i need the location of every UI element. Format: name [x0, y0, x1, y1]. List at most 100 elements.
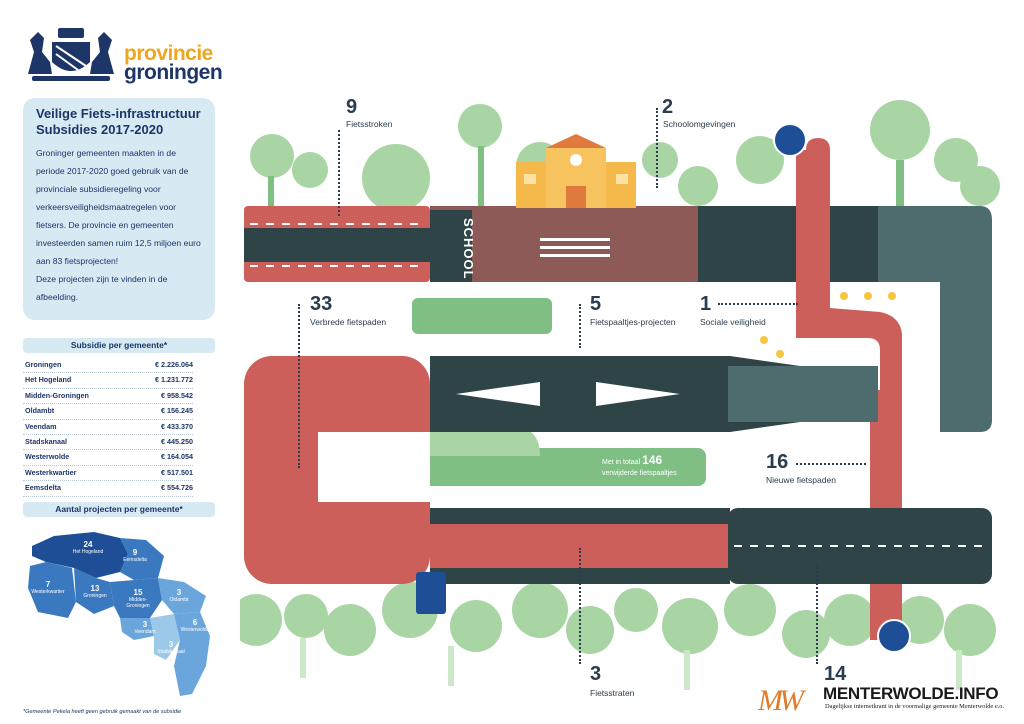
dots-nieuwe	[796, 463, 866, 465]
subsidy-amount: € 2.226.064	[155, 360, 193, 369]
subsidy-amount: € 433.370	[161, 421, 193, 431]
school-sign: SCHOOL	[436, 214, 488, 280]
bike-path-sign-top	[773, 123, 807, 157]
menterwolde-logo: MW	[758, 684, 804, 717]
subsidy-row: Het Hogeland € 1.231.772	[23, 373, 193, 389]
subsidy-amount: € 164.054	[161, 452, 193, 462]
callout-label-paaltjes: Fietspaaltjes-projecten	[590, 317, 676, 327]
intro-title: Veilige Fiets-infrastructuur Subsidies 2…	[36, 106, 201, 137]
bike-path-sign-bottom	[877, 619, 911, 653]
projects-map-title: Aantal projecten per gemeente*	[23, 502, 215, 517]
map-region-midden-groningen	[110, 578, 162, 618]
map-region-eemsdelta	[120, 538, 164, 580]
callout-label-sociale: Sociale veiligheid	[700, 317, 766, 327]
callout-label-fietsstraten: Fietsstraten	[590, 688, 635, 698]
province-coat-of-arms	[22, 22, 120, 84]
callout-num-fietsstroken: 9	[346, 96, 358, 118]
trees-bottom	[230, 582, 996, 658]
crosswalk-stripes	[540, 238, 610, 257]
subsidy-amount: € 517.501	[161, 467, 193, 477]
subsidy-municipality: Westerkwartier	[25, 467, 77, 477]
school-sign-text: SCHOOL	[461, 218, 476, 280]
total-removed-prefix: Met in totaal	[602, 459, 641, 466]
subsidy-amount: € 1.231.772	[155, 375, 193, 385]
callout-num-paaltjes: 5	[590, 293, 602, 315]
callout-num-sociale: 1	[700, 293, 712, 315]
road-illustration	[230, 90, 1024, 690]
right-bike-path	[796, 138, 902, 534]
subsidy-amount: € 554.726	[161, 483, 193, 493]
dots-fietsstraten	[579, 548, 581, 664]
dots-oversteek	[816, 564, 818, 664]
subsidy-row: Eemsdelta € 554.726	[23, 481, 193, 497]
bottom-road-right	[728, 508, 992, 584]
province-logo-text: provincie groningen	[124, 42, 223, 83]
subsidy-row: Groningen € 2.226.064	[23, 358, 193, 374]
dots-fietsstroken	[338, 130, 340, 216]
dots-sociale	[718, 303, 798, 305]
watermark-title: MENTERWOLDE.INFO	[823, 684, 999, 703]
intro-card: Veilige Fiets-infrastructuur Subsidies 2…	[23, 98, 215, 320]
subsidy-amount: € 156.245	[161, 406, 193, 416]
footnote: *Gemeente Pekela heeft geen gebruik gema…	[23, 709, 182, 715]
callout-label-nieuwe: Nieuwe fietspaden	[766, 475, 836, 485]
subsidy-municipality: Westerwolde	[25, 452, 70, 462]
subsidy-row: Veendam € 433.370	[23, 420, 193, 435]
subsidy-municipality: Midden-Groningen	[25, 390, 89, 400]
subsidy-municipality: Veendam	[25, 421, 57, 431]
dots-paaltjes	[579, 304, 581, 348]
callout-num-oversteek: 14	[824, 663, 847, 685]
callout-label-fietsstroken: Fietsstroken	[346, 119, 393, 129]
subsidy-amount: € 958.542	[161, 390, 193, 400]
total-removed-suffix: verwijderde fietspaaltjes	[602, 470, 677, 477]
bike-street-sign	[416, 572, 446, 614]
subsidy-municipality: Oldambt	[25, 406, 55, 416]
right-connector-road	[940, 206, 992, 432]
top-road-left	[244, 228, 430, 262]
logo-line-1: provincie	[124, 42, 213, 65]
subsidy-municipality: Stadskanaal	[25, 436, 67, 446]
subsidy-row: Midden-Groningen € 958.542	[23, 389, 193, 405]
school-sign-post	[430, 210, 472, 282]
watermark-subtitle: Dagelijkse internetkrant in de voormalig…	[825, 703, 1005, 710]
total-removed-num: 146	[642, 453, 663, 467]
top-lane-markings	[250, 223, 426, 267]
callout-num-nieuwe: 16	[766, 451, 789, 473]
subsidy-row: Oldambt € 156.245	[23, 404, 193, 420]
left-loop-inner	[318, 432, 430, 502]
subsidy-amount: € 445.250	[161, 436, 193, 446]
subsidy-row: Stadskanaal € 445.250	[23, 435, 193, 451]
callout-num-school: 2	[662, 96, 674, 118]
tree-trunks-bottom	[300, 638, 962, 690]
subsidy-table-title: Subsidie per gemeente*	[23, 338, 215, 353]
map-region-stadskanaal	[150, 614, 180, 660]
subsidy-municipality: Groningen	[25, 360, 62, 369]
map-region-westerkwartier	[28, 562, 76, 618]
intro-body-text: Groninger gemeenten maakten in de period…	[36, 148, 201, 266]
intro-body-text-2: Deze projecten zijn te vinden in de afbe…	[36, 274, 168, 302]
subsidy-row: Westerkwartier € 517.501	[23, 466, 193, 482]
illustration-svg	[230, 100, 1000, 690]
top-road-right	[698, 206, 878, 282]
map-region-westerwolde	[174, 612, 210, 696]
school-zone	[430, 206, 698, 282]
subsidy-municipality: Het Hogeland	[25, 375, 72, 385]
lights	[760, 292, 896, 358]
bottom-road-edge	[430, 508, 730, 524]
callout-num-fietsstraten: 3	[590, 663, 602, 685]
map-region-oldambt	[158, 578, 206, 614]
total-removed-bubble: Met in totaal 146 verwijderde fietspaalt…	[602, 453, 677, 479]
subsidy-municipality: Eemsdelta	[25, 483, 61, 493]
subsidy-row: Westerwolde € 164.054	[23, 450, 193, 466]
chicane-marks	[456, 382, 680, 406]
tree-trunks-top	[268, 146, 904, 206]
